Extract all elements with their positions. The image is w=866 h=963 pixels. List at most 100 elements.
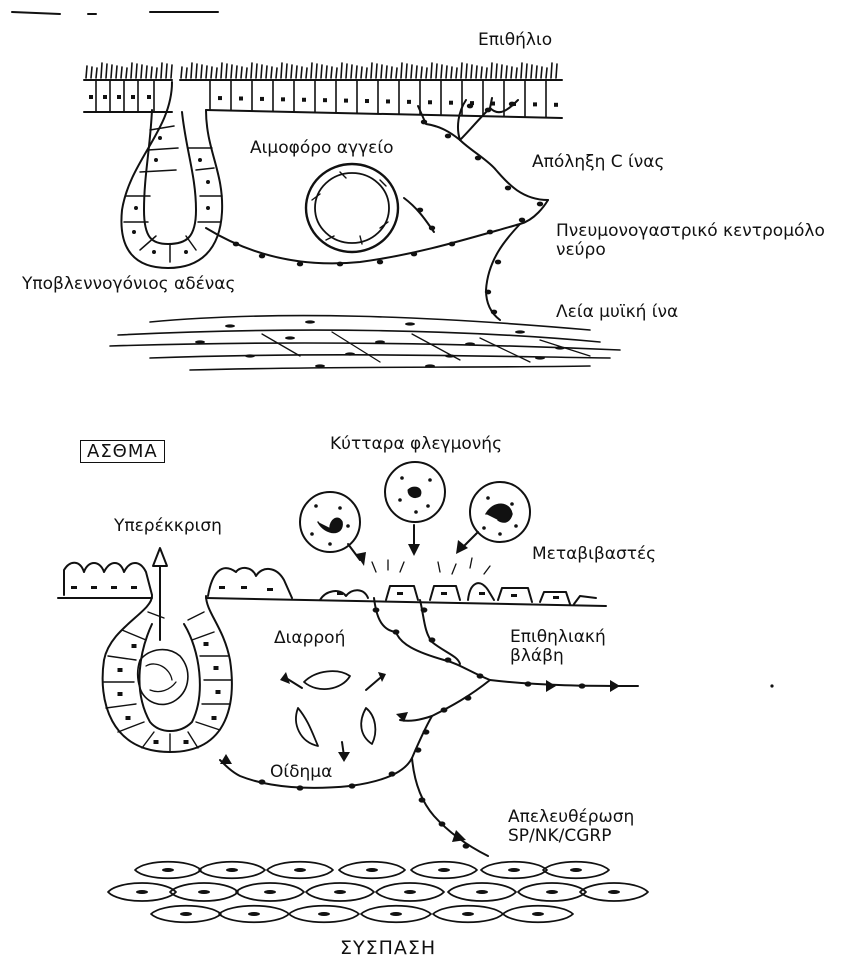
muscle-nucleus (476, 890, 488, 894)
cilium (321, 65, 322, 78)
cilium (481, 67, 482, 78)
gland-cell-nucleus (184, 250, 188, 254)
nerve-varicosity (233, 242, 239, 247)
muscle-nucleus (345, 352, 355, 355)
gland-cell-border (118, 722, 144, 732)
cilium (126, 68, 127, 78)
label-contraction: ΣΥΣΠΑΣΗ (340, 938, 436, 958)
label-smooth-muscle-fiber: Λεία μυϊκή ίνα (556, 302, 678, 322)
muscle-nucleus (465, 342, 475, 345)
cell-granule (310, 532, 314, 536)
nerve-varicosity (297, 262, 303, 267)
cilium (421, 67, 422, 78)
muscle-nucleus (285, 336, 295, 339)
muscle-nucleus (162, 868, 174, 872)
cilium (456, 68, 457, 78)
cell-granule (398, 498, 402, 502)
nerve-arrowhead (546, 680, 556, 692)
epithelial-nucleus (71, 586, 77, 589)
cilium (546, 68, 547, 78)
cilium (341, 63, 342, 78)
cilium (201, 65, 202, 78)
cell-nucleus (344, 99, 348, 103)
nerve-varicosity (491, 310, 497, 315)
cilium (506, 66, 507, 78)
muscle-nucleus (390, 912, 402, 916)
cilium (261, 65, 262, 78)
nerve-varicosity (259, 779, 266, 784)
nerve-varicosity (485, 290, 491, 295)
nerve-varicosity (495, 260, 501, 265)
cilium (306, 68, 307, 78)
top-header-marks (12, 12, 218, 14)
cell-nucleus (239, 97, 243, 101)
cilium (531, 65, 532, 78)
c-fiber-nerve (206, 98, 548, 320)
muscle-nucleus (248, 912, 260, 916)
muscle-nucleus (226, 868, 238, 872)
cilium (206, 66, 207, 78)
misc-dots (770, 684, 773, 687)
gland-cell-border (196, 722, 220, 730)
cilium (151, 67, 152, 78)
cilium (471, 65, 472, 78)
cell-granule (400, 476, 404, 480)
muscle-nucleus (508, 868, 520, 872)
asthma-box-title: ΑΣΘΜΑ (80, 440, 165, 463)
cilium (86, 66, 87, 78)
gland-cell-border (188, 732, 198, 748)
muscle-nucleus (225, 324, 235, 327)
nerve-varicosity (509, 102, 515, 107)
cilium (391, 67, 392, 78)
mediator-arrows (348, 525, 490, 574)
cilium (496, 64, 497, 78)
gland-cell-nucleus (152, 250, 156, 254)
nerve-varicosity (445, 657, 452, 662)
cilium (106, 64, 107, 78)
label-mediators: Μεταβιβαστές (532, 544, 656, 564)
cilium (361, 67, 362, 78)
cilium (336, 68, 337, 78)
muscle-nucleus (315, 364, 325, 367)
muscle-nucleus (445, 354, 455, 357)
muscle-nucleus (375, 340, 385, 343)
epithelial-nucleus (241, 586, 247, 589)
muscle-nucleus (546, 890, 558, 894)
gland-cell-border (150, 126, 174, 130)
epithelial-nucleus (131, 586, 137, 589)
cell-granule (510, 502, 514, 506)
cilium (231, 65, 232, 78)
cell-nucleus (386, 99, 390, 103)
gland-cell-nucleus (126, 716, 131, 720)
epithelial-nucleus (219, 586, 225, 589)
cilium (381, 65, 382, 78)
nerve-varicosity (463, 843, 470, 848)
cilium (251, 63, 252, 78)
nerve-arrowhead (610, 680, 620, 692)
cilium (521, 63, 522, 78)
cilium (511, 67, 512, 78)
gland-cell-border (122, 630, 146, 640)
nerve-varicosity (429, 226, 435, 231)
cilium (96, 68, 97, 78)
nerve-varicosity (449, 242, 455, 247)
cell-granule (482, 526, 486, 530)
cilium (351, 65, 352, 78)
gland-cell-border (148, 148, 178, 150)
gland-cell-nucleus (154, 158, 158, 162)
cilium (131, 63, 132, 78)
cilium (186, 68, 187, 78)
cilium (311, 63, 312, 78)
gland-cell-border (106, 704, 136, 708)
cilium (196, 64, 197, 78)
nerve-varicosity (297, 785, 304, 790)
gland-cell-border (108, 656, 136, 660)
gland-cell-nucleus (158, 136, 162, 140)
cell-granule (328, 542, 332, 546)
gland-cell-border (188, 612, 204, 620)
cell-nucleus (89, 95, 93, 99)
cilium (451, 67, 452, 78)
muscle-nucleus (570, 868, 582, 872)
cell-nucleus (323, 98, 327, 102)
